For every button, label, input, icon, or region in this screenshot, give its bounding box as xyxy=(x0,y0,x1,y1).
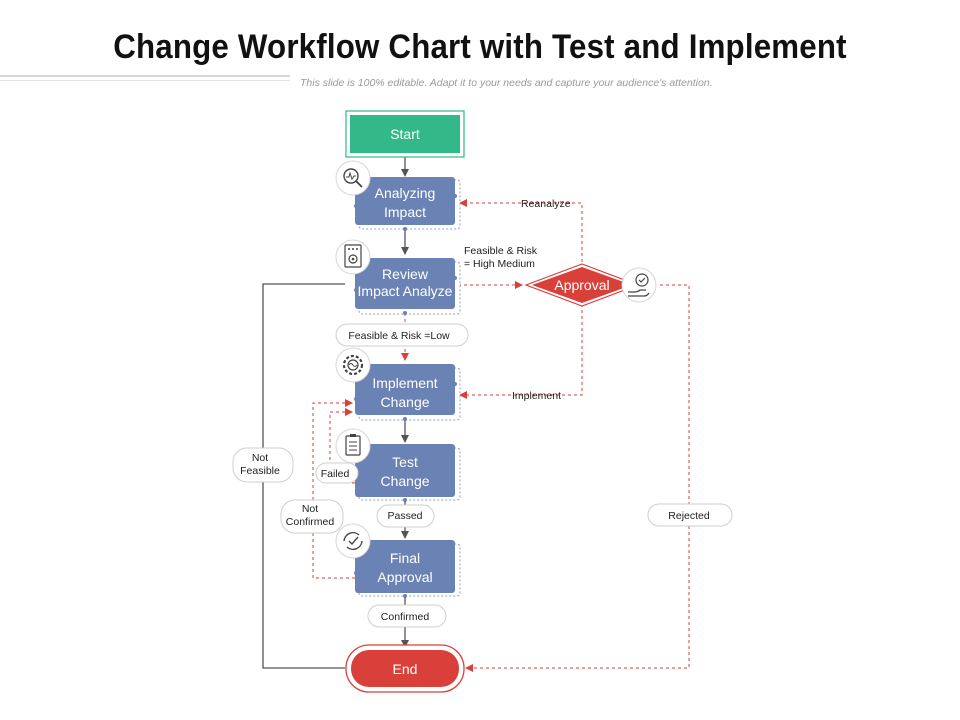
page-title: Change Workflow Chart with Test and Impl… xyxy=(113,28,847,66)
rejected-label: Rejected xyxy=(668,510,710,522)
implement-line2: Change xyxy=(380,394,429,410)
title-rule xyxy=(0,75,290,77)
final-line2: Approval xyxy=(377,569,432,585)
review-line1: Review xyxy=(382,266,429,282)
pill-failed: Failed xyxy=(315,462,359,484)
gear-cycle-icon xyxy=(335,347,371,383)
feasible-low-label: Feasible & Risk =Low xyxy=(348,330,450,342)
test-line2: Change xyxy=(380,473,429,489)
not-confirmed-line2: Confirmed xyxy=(286,516,335,528)
implement-label: Implement xyxy=(512,390,561,402)
test-change-node: Test Change xyxy=(354,444,461,502)
end-label: End xyxy=(393,661,418,677)
final-approval-node: Final Approval xyxy=(354,540,461,598)
not-feasible-line1: Not xyxy=(252,452,268,464)
review-line2: Impact Analyze xyxy=(358,283,453,299)
pill-passed: Passed xyxy=(376,504,435,528)
title-rule-thin xyxy=(0,80,290,81)
reanalyze-label: Reanalyze xyxy=(521,198,571,210)
pill-not-confirmed: Not Confirmed xyxy=(280,499,344,534)
approval-decision: Approval xyxy=(524,263,640,307)
pill-not-feasible: Not Feasible xyxy=(232,447,294,483)
final-line1: Final xyxy=(390,550,420,566)
confirmed-label: Confirmed xyxy=(381,611,430,623)
feasible-high-line2: = High Medium xyxy=(464,258,535,270)
start-label: Start xyxy=(390,126,420,142)
dashed-connectors xyxy=(312,199,690,672)
analyzing-line2: Impact xyxy=(384,204,426,220)
failed-label: Failed xyxy=(321,468,350,480)
clipboard-list-icon xyxy=(335,428,371,464)
pill-confirmed: Confirmed xyxy=(367,604,447,628)
not-feasible-line2: Feasible xyxy=(240,465,280,477)
page-subtitle: This slide is 100% editable. Adapt it to… xyxy=(300,77,713,89)
passed-label: Passed xyxy=(387,510,422,522)
analyzing-impact-node: Analyzing Impact xyxy=(354,177,461,231)
magnify-chart-icon xyxy=(335,160,371,196)
analyzing-line1: Analyzing xyxy=(375,185,436,201)
test-line1: Test xyxy=(392,454,418,470)
start-node: Start xyxy=(345,110,465,158)
pill-feasible-low: Feasible & Risk =Low xyxy=(335,323,469,347)
review-impact-node: Review Impact Analyze xyxy=(354,258,461,315)
implement-change-node: Implement Change xyxy=(354,364,461,421)
checklist-gear-icon xyxy=(335,239,371,275)
refresh-check-icon xyxy=(335,523,371,559)
implement-line1: Implement xyxy=(372,375,437,391)
hand-check-icon xyxy=(621,267,657,303)
pill-rejected: Rejected xyxy=(647,503,733,527)
approval-label: Approval xyxy=(554,277,609,293)
end-node: End xyxy=(345,644,465,693)
feasible-high-line1: Feasible & Risk xyxy=(464,245,538,257)
not-confirmed-line1: Not xyxy=(302,503,318,515)
